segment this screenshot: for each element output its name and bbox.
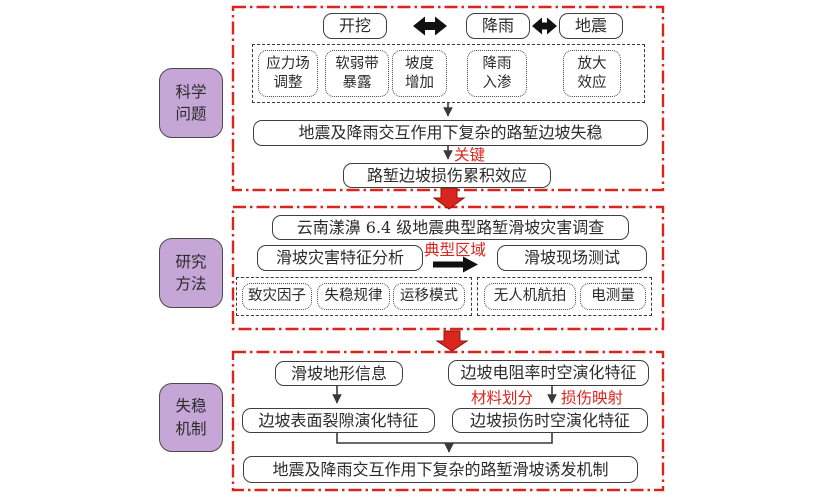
factor-group-frame <box>252 44 645 103</box>
label-key: 关键 <box>454 146 486 164</box>
red-down-arrow-icon <box>432 187 466 210</box>
side-label-instability-mechanism: 失稳 机制 <box>159 383 223 452</box>
node-instability-law: 失稳规律 <box>317 283 390 310</box>
node-disaster-factors: 致灾因子 <box>242 283 312 310</box>
label-damage-mapping: 损伤映射 <box>561 389 624 407</box>
label-material-division: 材料划分 <box>471 389 534 407</box>
side-label-research-method: 研究 方法 <box>159 238 223 308</box>
node-amplification-effect: 放大 效应 <box>563 50 621 97</box>
node-slope-increase: 坡度 增加 <box>392 50 447 97</box>
red-down-arrow-icon <box>435 330 469 352</box>
node-rainfall-infiltration: 降雨 入渗 <box>467 50 527 97</box>
node-field-test: 滑坡现场测试 <box>497 245 647 271</box>
node-surface-crack-evolution: 边坡表面裂隙演化特征 <box>242 408 435 433</box>
section-frame-instability-mechanism <box>231 350 665 492</box>
merge-connector <box>336 432 553 444</box>
node-electrical-measurement: 电测量 <box>580 283 646 310</box>
node-resistivity-evolution: 边坡电阻率时空演化特征 <box>448 360 649 386</box>
node-disaster-feature-analysis: 滑坡灾害特征分析 <box>257 245 423 271</box>
node-damage-accumulation: 路堑边坡损伤累积效应 <box>343 163 551 188</box>
node-stress-field-adjustment: 应力场 调整 <box>258 50 318 97</box>
label-typical-area: 典型区域 <box>424 241 487 259</box>
node-uav-photography: 无人机航拍 <box>484 283 576 310</box>
double-arrow-icon <box>532 17 557 35</box>
node-yangbi-survey: 云南漾濞 6.4 级地震典型路堑滑坡灾害调查 <box>272 215 629 240</box>
node-migration-mode: 运移模式 <box>393 283 465 310</box>
analysis-items-frame <box>236 277 472 316</box>
node-weak-zone-exposure: 软弱带 暴露 <box>325 50 389 97</box>
side-label-science-problem: 科学 问题 <box>159 68 223 138</box>
test-items-frame <box>477 277 652 316</box>
node-triggering-mechanism: 地震及降雨交互作用下复杂的路堑滑坡诱发机制 <box>243 456 638 483</box>
double-arrow-icon <box>413 16 447 36</box>
node-earthquake: 地震 <box>559 13 623 39</box>
node-slope-instability: 地震及降雨交互作用下复杂的路堑边坡失稳 <box>253 120 648 146</box>
node-landslide-terrain-info: 滑坡地形信息 <box>275 361 403 386</box>
node-damage-evolution: 边坡损伤时空演化特征 <box>452 408 648 433</box>
node-excavation: 开挖 <box>323 13 387 39</box>
right-arrow-icon <box>433 256 478 273</box>
node-rainfall: 降雨 <box>466 13 530 39</box>
